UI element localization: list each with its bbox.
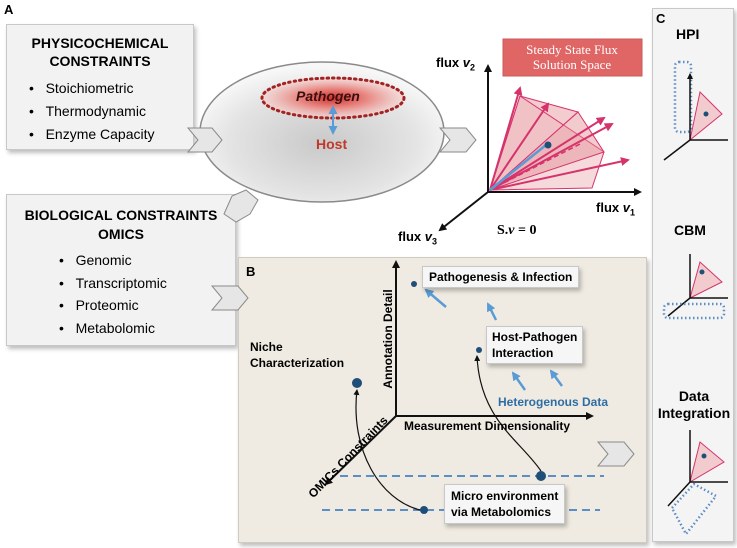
biological-item: • Transcriptomic xyxy=(59,274,167,291)
host-label: Host xyxy=(316,136,348,152)
micro-env-dot-right xyxy=(536,471,546,481)
hpi-label: Host-Pathogen Interaction xyxy=(486,326,584,364)
physicochemical-item: • Thermodynamic xyxy=(29,103,146,119)
micro-environment-label: Micro environment via Metabolomics xyxy=(444,484,566,524)
blue-arrow xyxy=(549,369,564,387)
cbm-title: CBM xyxy=(674,222,706,238)
niche-label: Niche Characterization xyxy=(250,340,345,370)
flux-v1-label: flux v1 xyxy=(596,200,635,218)
biological-item: • Proteomic xyxy=(59,297,139,313)
curved-arrow-to-hpi xyxy=(474,355,542,472)
biological-title-line1: BIOLOGICAL CONSTRAINTS xyxy=(24,207,218,223)
physicochemical-list: • Stoichiometric • Thermodynamic • Enzym… xyxy=(29,77,155,146)
cbm-dotted-box xyxy=(662,302,726,320)
bullet: • xyxy=(59,319,76,336)
cbm-mini-dot xyxy=(699,269,705,275)
data-integration-mini-plot xyxy=(667,430,728,536)
flux-solution-dot xyxy=(544,141,552,149)
panel-c-letter: C xyxy=(656,11,666,26)
bullet: • xyxy=(59,274,76,291)
bullet: • xyxy=(29,126,46,142)
biological-constraints-box: BIOLOGICAL CONSTRAINTS OMICS • Genomic •… xyxy=(6,194,236,346)
flux-ray xyxy=(489,157,630,191)
hpi-dot xyxy=(476,347,482,353)
blue-arrow xyxy=(511,371,527,391)
solution-space-label-line1: Steady State Flux xyxy=(526,42,618,57)
flux-ray xyxy=(489,123,614,191)
flux-v3-label: flux v3 xyxy=(398,229,437,247)
physicochemical-title-line1: PHYSICOCHEMICAL xyxy=(31,35,169,51)
bullet: • xyxy=(59,297,76,313)
biological-item: • Metabolomic xyxy=(59,319,155,336)
micro-env-dot-left xyxy=(420,506,428,514)
pathogenesis-label: Pathogenesis & Infection xyxy=(422,266,580,288)
pathogenesis-dot xyxy=(411,281,417,287)
solution-space-label-box xyxy=(502,38,643,77)
flux-ray xyxy=(489,102,550,191)
niche-dot xyxy=(352,378,362,388)
physicochemical-constraints-box: PHYSICOCHEMICAL CONSTRAINTS • Stoichiome… xyxy=(6,24,194,150)
hpi-mini-plot xyxy=(663,60,728,161)
bullet: • xyxy=(29,103,46,119)
cbm-cone xyxy=(689,261,723,299)
biological-title-line2: OMICS xyxy=(98,226,144,242)
flux-ray xyxy=(489,86,523,191)
data-integration-title: Data Integration xyxy=(657,388,731,421)
hpi-dotted-box xyxy=(673,60,693,134)
flux-v2-label: flux v2 xyxy=(436,55,475,73)
blue-arrow xyxy=(424,288,447,308)
annotation-detail-label: Annotation Detail xyxy=(381,289,395,389)
bullet: • xyxy=(29,80,46,96)
hpi-title: HPI xyxy=(676,26,700,42)
chevron-arrow-ellipse-flux xyxy=(438,127,477,153)
solution-space-label-line2: Solution Space xyxy=(533,57,612,72)
data-integration-mini-dot xyxy=(701,453,707,459)
pathogen-label: Pathogen xyxy=(296,88,360,104)
flux-v3-axis xyxy=(438,191,489,232)
omics-axis xyxy=(324,415,397,486)
measurement-dimensionality-label: Measurement Dimensionality xyxy=(404,419,571,433)
heterogenous-data-label: Heterogenous Data xyxy=(498,395,609,409)
blue-arrow xyxy=(486,302,498,321)
panel-c-box xyxy=(652,8,734,542)
chevron-arrow-bio-up xyxy=(223,189,259,223)
chevron-arrow-physico xyxy=(186,127,223,153)
data-integration-cone xyxy=(689,441,725,484)
biological-list: • Genomic • Transcriptomic • Proteomic •… xyxy=(59,249,167,339)
cbm-axis-z xyxy=(667,297,691,317)
steady-state-equation: S.v = 0 xyxy=(497,223,537,238)
data-integration-dotted-box xyxy=(670,482,718,536)
data-integration-axis-z xyxy=(667,481,691,507)
physicochemical-item: • Stoichiometric xyxy=(29,80,134,96)
bullet: • xyxy=(59,252,76,268)
flux-ray-blue xyxy=(489,144,547,191)
hpi-mini-dot xyxy=(703,111,709,117)
panel-b-letter: B xyxy=(246,264,256,279)
cbm-mini-plot xyxy=(662,254,728,320)
panel-a-letter: A xyxy=(4,2,14,17)
physicochemical-title-line2: CONSTRAINTS xyxy=(49,53,151,69)
chevron-arrow-bio-panel-b xyxy=(210,285,249,311)
curved-arrow-to-niche xyxy=(353,389,421,511)
biological-item: • Genomic xyxy=(59,252,132,268)
physicochemical-item: • Enzyme Capacity xyxy=(29,126,155,142)
flux-ray-dashed xyxy=(489,143,581,191)
flux-ray xyxy=(489,116,606,191)
chevron-arrow-panel-b-c xyxy=(596,441,635,467)
solution-cone-side xyxy=(489,111,605,191)
hpi-axis-z xyxy=(663,139,691,161)
